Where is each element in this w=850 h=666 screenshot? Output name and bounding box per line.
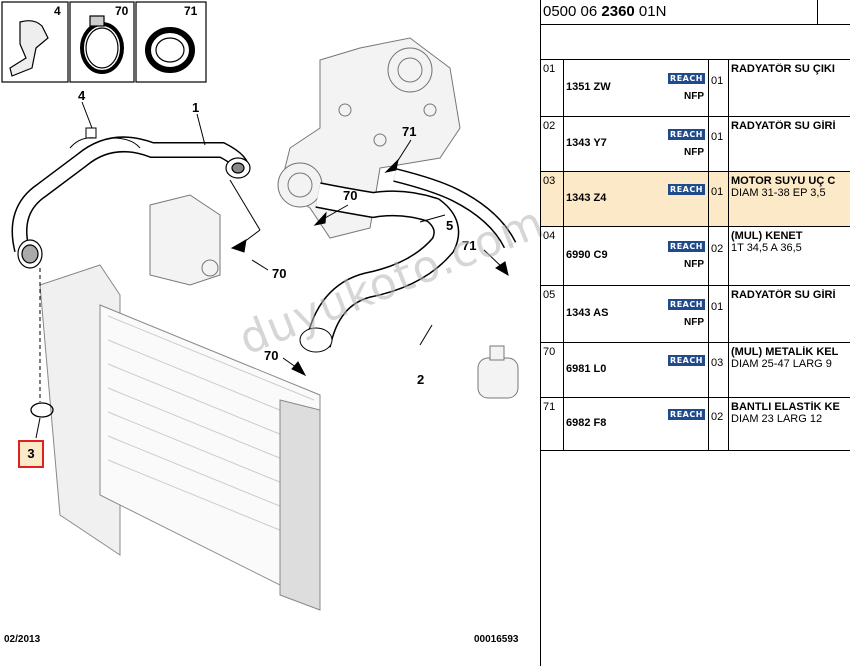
callout-70-mid: 70 xyxy=(272,266,287,281)
o-ring-3 xyxy=(30,402,54,418)
part-row[interactable]: 02 1343 Y7 REACH NFP 01 RADYATÖR SU GİRİ xyxy=(541,117,850,172)
description-main: MOTOR SUYU UÇ C xyxy=(731,175,836,187)
description-main: RADYATÖR SU GİRİ xyxy=(731,120,836,132)
part-description: RADYATÖR SU GİRİ xyxy=(731,120,850,132)
code-prefix: 0500 06 xyxy=(543,3,602,20)
quantity: 03 xyxy=(711,357,724,369)
quantity: 01 xyxy=(711,131,724,143)
description-detail: DIAM 25-47 LARG 9 xyxy=(731,358,832,370)
nfp-label: NFP xyxy=(684,317,704,328)
callout-3: 3 xyxy=(27,446,35,461)
part-reference: 1343 Y7 xyxy=(566,137,607,149)
callout-4: 4 xyxy=(78,88,86,103)
callout-1: 1 xyxy=(192,100,200,115)
footer-date: 02/2013 xyxy=(4,634,41,645)
footer-code: 00016593 xyxy=(474,634,519,645)
reach-badge: REACH xyxy=(668,184,705,195)
parts-diagram: 4 1 71 70 5 71 70 70 2 70 4 71 3 duyukot… xyxy=(1,1,551,645)
quantity: 02 xyxy=(711,243,724,255)
description-main: (MUL) METALİK KEL xyxy=(731,346,839,358)
oil-cooler xyxy=(477,345,519,399)
leader-lines xyxy=(35,101,509,439)
diagram-code-header: 0500 06 2360 01N xyxy=(541,0,850,25)
callout-70-low: 70 xyxy=(264,348,279,363)
description-detail: 1T 34,5 A 36,5 xyxy=(731,242,802,254)
selected-callout-3[interactable]: 3 xyxy=(18,440,44,468)
reach-badge: REACH xyxy=(668,299,705,310)
code-suffix: 01N xyxy=(634,3,667,20)
pump-housing xyxy=(149,194,221,286)
description-detail: DIAM 23 LARG 12 xyxy=(731,413,823,425)
description-main: RADYATÖR SU GİRİ xyxy=(731,289,836,301)
callout-71-top: 71 xyxy=(402,124,417,139)
nfp-label: NFP xyxy=(684,147,704,158)
reach-badge: REACH xyxy=(668,355,705,366)
item-number: 03 xyxy=(543,175,556,187)
hose-2 xyxy=(299,182,460,353)
quantity: 01 xyxy=(711,301,724,313)
part-reference: 6990 C9 xyxy=(566,249,608,261)
code-bold: 2360 xyxy=(601,3,635,20)
hose-1 xyxy=(11,136,251,269)
item-number: 71 xyxy=(543,401,556,413)
part-row[interactable]: 01 1351 ZW REACH NFP 01 RADYATÖR SU ÇIKI xyxy=(541,60,850,117)
reach-badge: REACH xyxy=(668,73,705,84)
reach-badge: REACH xyxy=(668,241,705,252)
part-reference: 6982 F8 xyxy=(566,417,607,429)
part-reference: 6981 L0 xyxy=(566,363,607,375)
part-reference: 1351 ZW xyxy=(566,81,611,93)
item-number: 01 xyxy=(543,63,556,75)
quantity: 02 xyxy=(711,411,724,423)
part-row[interactable]: 05 1343 AS REACH NFP 01 RADYATÖR SU GİRİ xyxy=(541,286,850,343)
quantity: 01 xyxy=(711,75,724,87)
quantity: 01 xyxy=(711,186,724,198)
nfp-label: NFP xyxy=(684,259,704,270)
item-number: 70 xyxy=(543,346,556,358)
callout-70-top: 70 xyxy=(343,188,358,203)
reach-badge: REACH xyxy=(668,409,705,420)
radiator xyxy=(39,264,321,611)
part-reference: 1343 AS xyxy=(566,307,609,319)
thumb-label-70: 70 xyxy=(115,4,129,18)
header-spacer xyxy=(541,25,850,60)
callout-5: 5 xyxy=(446,218,454,233)
thumbnail-strip xyxy=(1,1,207,83)
callout-71-mid: 71 xyxy=(462,238,477,253)
part-description: RADYATÖR SU GİRİ xyxy=(731,289,850,301)
item-number: 04 xyxy=(543,230,556,242)
part-reference: 1343 Z4 xyxy=(566,192,607,204)
diagram-drawing xyxy=(1,1,519,611)
thumb-label-71: 71 xyxy=(184,4,198,18)
description-main: (MUL) KENET xyxy=(731,230,803,242)
nfp-label: NFP xyxy=(684,91,704,102)
description-main: BANTLI ELASTİK KE xyxy=(731,401,840,413)
item-number: 05 xyxy=(543,289,556,301)
description-main: RADYATÖR SU ÇIKI xyxy=(731,63,835,75)
item-number: 02 xyxy=(543,120,556,132)
callout-2: 2 xyxy=(417,372,425,387)
reach-badge: REACH xyxy=(668,129,705,140)
thumb-label-4: 4 xyxy=(54,4,61,18)
part-description: RADYATÖR SU ÇIKI xyxy=(731,63,850,75)
parts-table: 01 1351 ZW REACH NFP 01 RADYATÖR SU ÇIKI 02 134… xyxy=(541,60,850,451)
hose-5 xyxy=(393,168,517,249)
description-detail: DIAM 31-38 EP 3,5 xyxy=(731,187,826,199)
